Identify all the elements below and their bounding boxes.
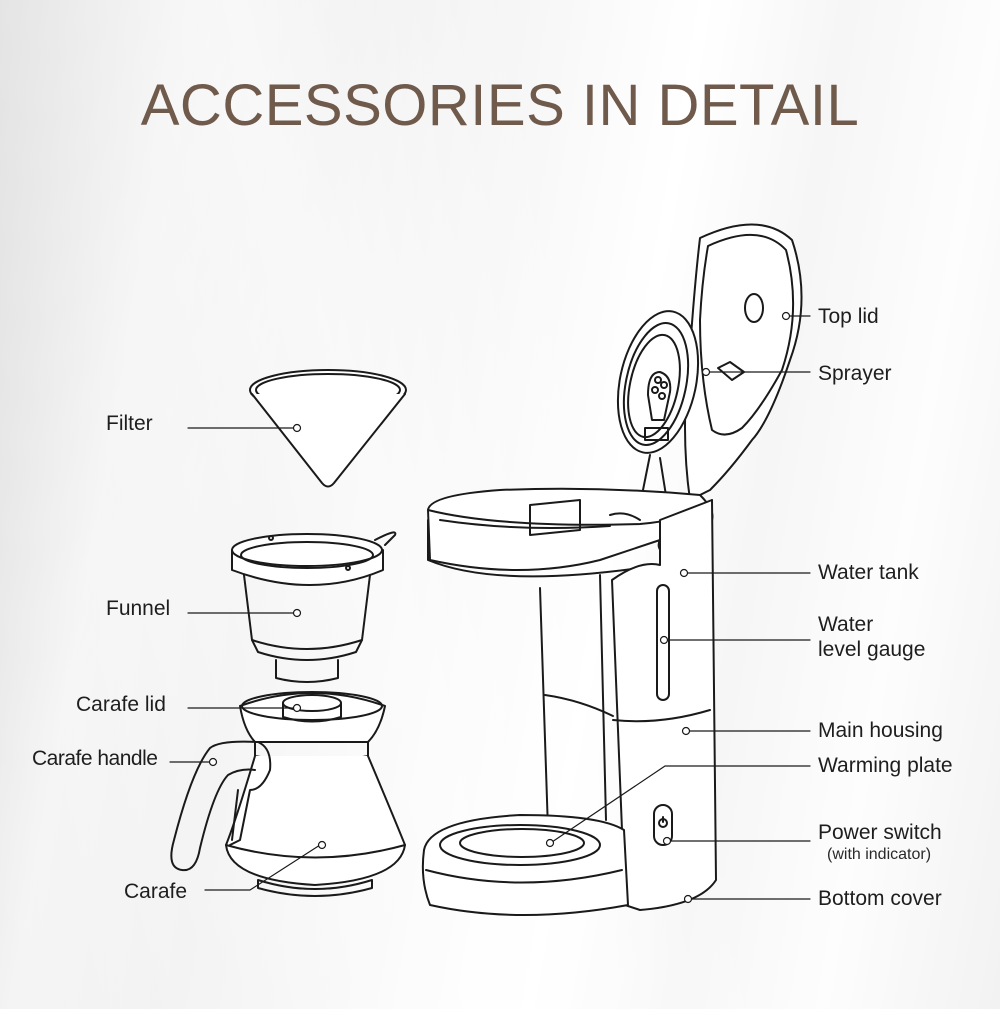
label-filter: Filter xyxy=(106,412,153,435)
label-power-switch-title: Power switch xyxy=(818,821,942,844)
label-water-level-gauge-line1: Water xyxy=(818,613,874,636)
label-funnel: Funnel xyxy=(106,597,171,620)
label-main-housing: Main housing xyxy=(818,719,943,742)
label-bottom-cover: Bottom cover xyxy=(818,887,942,910)
label-water-tank: Water tank xyxy=(818,561,919,584)
funnel-illustration xyxy=(231,531,397,683)
carafe-illustration xyxy=(170,691,406,897)
label-power-switch-note: (with indicator) xyxy=(827,846,932,863)
label-warming-plate: Warming plate xyxy=(818,754,953,777)
label-water-level-gauge-line2: level gauge xyxy=(818,638,926,661)
filter-illustration xyxy=(249,369,407,488)
label-top-lid: Top lid xyxy=(818,305,879,328)
label-carafe: Carafe xyxy=(124,880,188,903)
label-carafe-handle: Carafe handle xyxy=(32,747,158,770)
label-sprayer: Sprayer xyxy=(818,362,892,385)
page-title: ACCESSORIES IN DETAIL xyxy=(140,73,860,138)
label-power-switch: Power switch (with indicator) xyxy=(818,820,942,865)
coffee-maker-illustration xyxy=(421,223,803,916)
leader-lines xyxy=(169,311,811,904)
label-water-level-gauge: Water level gauge xyxy=(818,612,925,662)
label-carafe-lid: Carafe lid xyxy=(76,693,166,716)
